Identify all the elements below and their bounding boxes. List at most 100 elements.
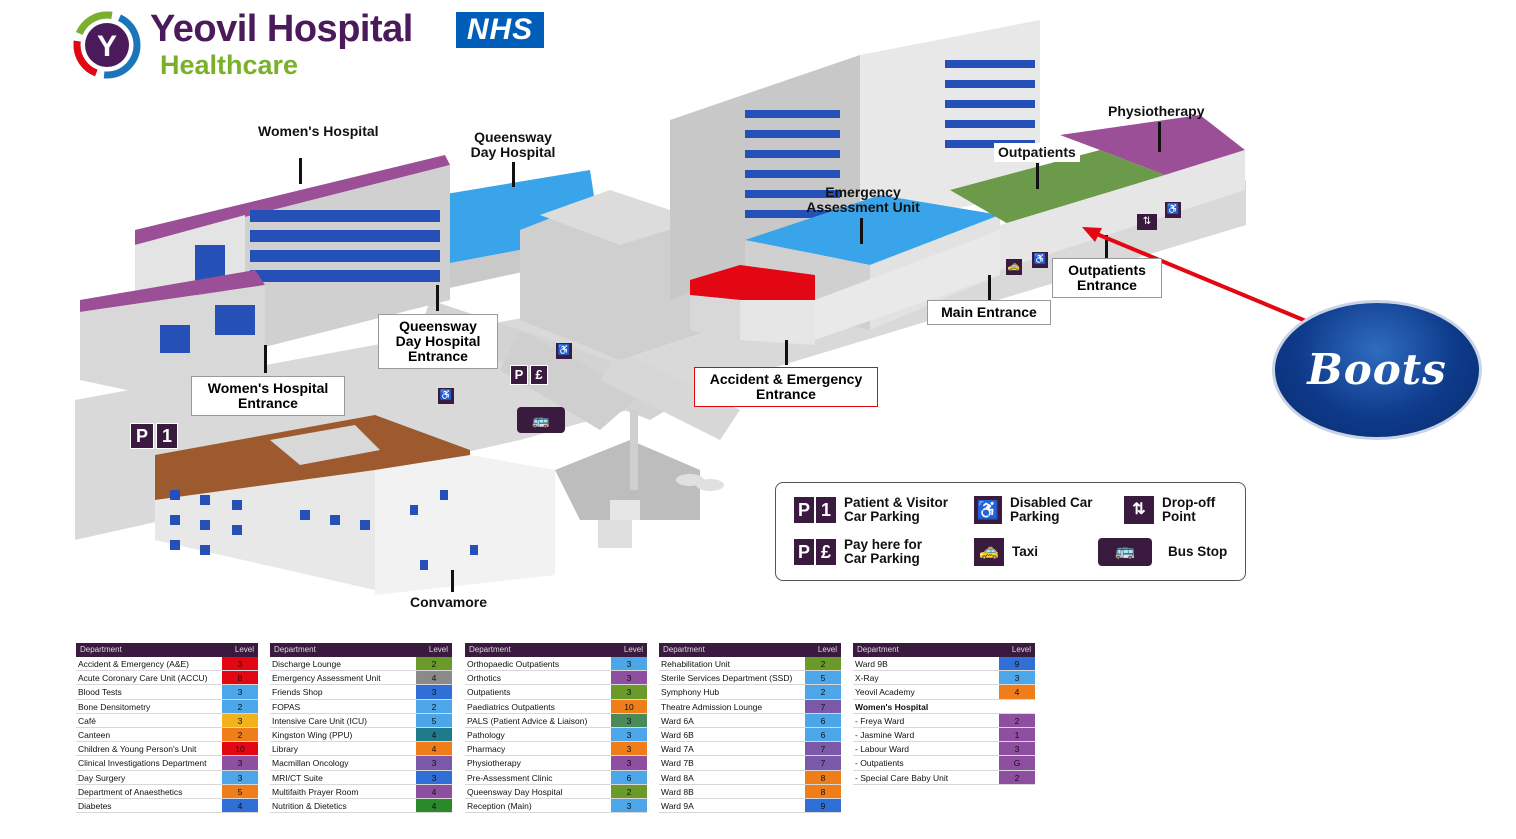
department-level: 3 [611, 671, 647, 685]
main-entrance-label: Main Entrance [927, 300, 1051, 325]
department-level: G [999, 756, 1035, 770]
department-level: 3 [999, 742, 1035, 756]
header-department: Department [663, 645, 705, 654]
department-name: Multifaith Prayer Room [272, 786, 359, 797]
department-name: Ward 7A [661, 744, 694, 755]
physiotherapy-label: Physiotherapy [1108, 103, 1205, 119]
disabled-icon: ♿ [1165, 202, 1181, 218]
header-level: Level [428, 645, 448, 654]
department-name: Day Surgery [78, 772, 126, 783]
table-header: Department Level [76, 643, 258, 657]
pay-badge-map: P £ [510, 365, 548, 385]
department-name: Reception (Main) [467, 800, 532, 811]
department-name: Clinical Investigations Department [78, 758, 207, 769]
hospital-name: Yeovil Hospital [150, 8, 413, 50]
department-level: 2 [222, 699, 258, 713]
dropoff-icon: ⇅ [1137, 214, 1157, 230]
table-row: PALS (Patient Advice & Liaison)3 [465, 713, 647, 728]
department-name: Blood Tests [78, 687, 122, 698]
department-name: Pathology [467, 729, 505, 740]
department-name: Ward 8A [661, 772, 694, 783]
department-level: 2 [999, 770, 1035, 784]
department-name: Symphony Hub [661, 687, 720, 698]
department-name: Accident & Emergency (A&E) [78, 659, 190, 669]
department-level: 3 [611, 742, 647, 756]
department-level: 7 [805, 699, 841, 713]
map-key: P 1 Patient & Visitor Car Parking ♿ Disa… [775, 482, 1246, 581]
yeovil-logo-icon: Y [73, 11, 141, 79]
department-name: Pharmacy [467, 744, 506, 755]
department-level: 3 [611, 685, 647, 699]
department-name: MRI/CT Suite [272, 772, 323, 783]
department-name: Yeovil Academy [855, 687, 915, 698]
department-level: 3 [416, 770, 452, 784]
department-name: Canteen [78, 729, 111, 740]
department-level: 3 [416, 685, 452, 699]
department-name: Women's Hospital [855, 701, 929, 712]
svg-text:Y: Y [97, 30, 117, 63]
key-patient-parking: P 1 Patient & Visitor Car Parking [794, 496, 956, 524]
parking-1-icon: 1 [816, 497, 836, 523]
convamore-label: Convamore [410, 594, 488, 610]
header-department: Department [469, 645, 511, 654]
hospital-map [75, 20, 1319, 595]
outpatients-entrance-label: Outpatients Entrance [1052, 258, 1162, 298]
department-level: 5 [416, 713, 452, 727]
department-name: Ward 6A [661, 715, 694, 726]
disabled-icon: ♿ [438, 388, 454, 404]
department-level: 4 [416, 784, 452, 798]
department-level: 3 [611, 798, 647, 813]
department-name: Ward 7B [661, 758, 694, 769]
department-level: 9 [999, 657, 1035, 671]
department-name: X-Ray [855, 673, 879, 684]
key-bus-stop: 🚌 Bus Stop [1098, 538, 1227, 566]
department-name: - Labour Ward [855, 744, 910, 755]
table-row: Theatre Admission Lounge 7 [659, 699, 841, 714]
department-name: Rehabilitation Unit [661, 659, 730, 669]
header-level: Level [234, 645, 254, 654]
department-level: 3 [222, 756, 258, 770]
header-level: Level [623, 645, 643, 654]
department-name: Discharge Lounge [272, 659, 341, 669]
table-row: Kingston Wing (PPU)4 [270, 727, 452, 743]
department-name: Library [272, 744, 298, 755]
table-row: Day Surgery 3 [76, 770, 258, 785]
department-level: 3 [611, 713, 647, 727]
department-level: 3 [222, 770, 258, 784]
department-name: Children & Young Person's Unit [78, 744, 197, 755]
department-name: - Jasmine Ward [855, 729, 915, 740]
department-name: Ward 6B [661, 729, 694, 740]
department-level: 3 [611, 727, 647, 742]
department-name: Department of Anaesthetics [78, 786, 183, 797]
table-row: Multifaith Prayer Room 4 [270, 784, 452, 799]
department-level: 3 [999, 671, 1035, 685]
header-department: Department [80, 645, 122, 654]
department-name: Friends Shop [272, 687, 323, 698]
parking-p-icon: P [794, 539, 814, 565]
table-row: Friends Shop 3 [270, 685, 452, 700]
department-level: 8 [222, 671, 258, 685]
department-name: Nutrition & Dietetics [272, 800, 347, 811]
department-level: 2 [222, 727, 258, 742]
department-name: - Freya Ward [855, 715, 905, 726]
department-name: Theatre Admission Lounge [661, 701, 763, 712]
table-row: Sterile Services Department (SSD)5 [659, 671, 841, 686]
department-name: Macmillan Oncology [272, 758, 349, 769]
